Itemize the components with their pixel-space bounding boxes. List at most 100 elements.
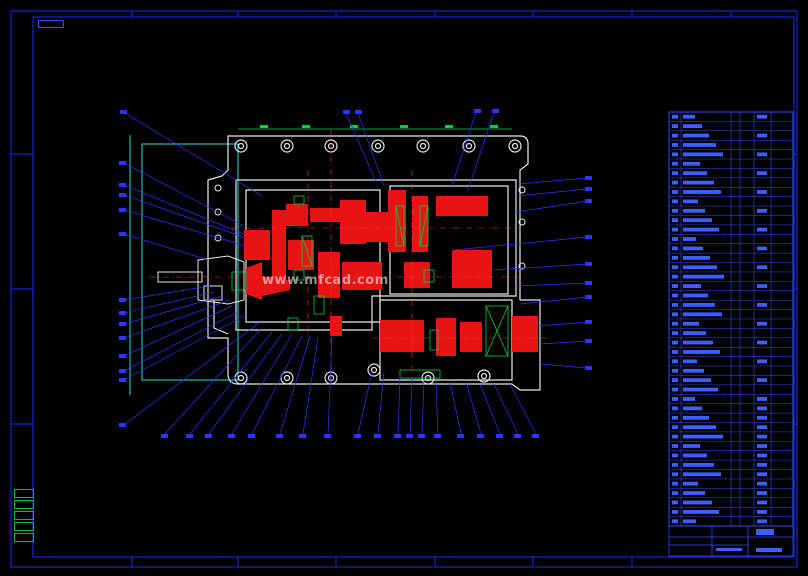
table-cell-text xyxy=(683,199,698,204)
table-cell-number xyxy=(672,255,678,260)
table-cell-number xyxy=(672,519,678,524)
table-cell-text xyxy=(683,171,707,176)
table-cell-text xyxy=(683,444,700,448)
bolts-top xyxy=(234,139,522,153)
bolt xyxy=(324,371,338,385)
table-cell-text xyxy=(683,406,702,411)
table-cell-material xyxy=(757,227,767,232)
table-cell-material xyxy=(757,321,767,326)
table-cell-text xyxy=(683,453,707,458)
table-cell-text xyxy=(683,510,719,514)
table-cell-text xyxy=(683,218,712,223)
drawing-number-tag xyxy=(38,20,64,28)
table-cell-text xyxy=(683,312,722,317)
table-cell-material xyxy=(757,491,767,495)
input-shaft xyxy=(157,255,245,305)
table-cell-text xyxy=(683,519,696,524)
table-cell-material xyxy=(757,406,767,411)
table-cell-text xyxy=(683,133,709,138)
cyan-outline xyxy=(141,143,239,381)
table-cell-number xyxy=(672,246,678,251)
table-cell-text xyxy=(683,340,713,345)
inner-frame xyxy=(32,16,795,558)
bolt xyxy=(367,363,381,377)
table-cell-material xyxy=(757,397,767,401)
table-cell-number xyxy=(672,500,678,505)
table-cell-material xyxy=(757,481,767,486)
bolt xyxy=(508,139,522,153)
table-cell-material xyxy=(757,425,767,430)
table-cell-material xyxy=(757,246,767,251)
table-cell-text xyxy=(683,274,724,279)
table-cell-text xyxy=(683,434,723,439)
table-cell-material xyxy=(757,208,767,213)
bolt xyxy=(477,369,491,383)
table-cell-material xyxy=(757,500,767,505)
table-cell-text xyxy=(683,425,716,430)
table-cell-text xyxy=(683,415,709,420)
table-cell-text xyxy=(683,462,714,467)
table-cell-number xyxy=(672,199,678,204)
table-cell-material xyxy=(757,444,767,448)
table-cell-material xyxy=(757,190,767,194)
bolt xyxy=(280,139,294,153)
table-cell-number xyxy=(672,387,678,392)
table-cell-text xyxy=(683,124,702,128)
table-cell-material xyxy=(757,152,767,157)
table-cell-material xyxy=(757,519,767,524)
table-cell-material xyxy=(757,265,767,270)
callout-leaders xyxy=(123,111,589,435)
bolt xyxy=(416,139,430,153)
table-cell-material xyxy=(757,510,767,514)
table-cell-number xyxy=(672,350,678,354)
table-cell-number xyxy=(672,124,678,128)
table-cell-text xyxy=(683,208,705,213)
table-cell-number xyxy=(672,293,678,298)
table-cell-number xyxy=(672,218,678,223)
table-cell-text xyxy=(683,227,719,232)
table-cell-number xyxy=(672,510,678,514)
gear-sections xyxy=(244,190,538,356)
table-cell-material xyxy=(757,171,767,176)
table-cell-text xyxy=(683,500,712,505)
table-cell-number xyxy=(672,303,678,307)
table-cell-text xyxy=(683,284,701,288)
table-cell-text xyxy=(683,143,716,147)
table-cell-number xyxy=(672,368,678,373)
table-cell-number xyxy=(672,152,678,157)
table-cell-text xyxy=(683,293,708,298)
table-cell-number xyxy=(672,415,678,420)
table-cell-number xyxy=(672,444,678,448)
dimension-values xyxy=(260,125,498,128)
table-cell-text xyxy=(683,359,697,364)
table-cell-material xyxy=(757,434,767,439)
table-cell-number xyxy=(672,491,678,495)
table-cell-text xyxy=(683,321,699,326)
table-cell-material xyxy=(757,462,767,467)
bolt xyxy=(234,371,248,385)
table-cell-number xyxy=(672,397,678,401)
table-cell-number xyxy=(672,481,678,486)
table-cell-number xyxy=(672,133,678,138)
frame-ticks xyxy=(11,11,797,567)
table-cell-material xyxy=(757,340,767,345)
table-cell-material xyxy=(757,359,767,364)
side-holes xyxy=(214,184,526,270)
table-cell-text xyxy=(683,265,717,270)
table-cell-text xyxy=(683,303,715,307)
bolt xyxy=(234,139,248,153)
table-cell-text xyxy=(683,350,720,354)
table-cell-text xyxy=(683,255,710,260)
table-cell-number xyxy=(672,321,678,326)
title-block xyxy=(668,525,794,557)
table-cell-number xyxy=(672,472,678,477)
table-cell-number xyxy=(672,208,678,213)
table-cell-text xyxy=(683,368,704,373)
table-cell-number xyxy=(672,227,678,232)
table-cell-number xyxy=(672,453,678,458)
table-cell-number xyxy=(672,143,678,147)
table-cell-number xyxy=(672,171,678,176)
table-cell-material xyxy=(757,133,767,138)
table-cell-text xyxy=(683,387,718,392)
table-cell-text xyxy=(683,152,723,157)
